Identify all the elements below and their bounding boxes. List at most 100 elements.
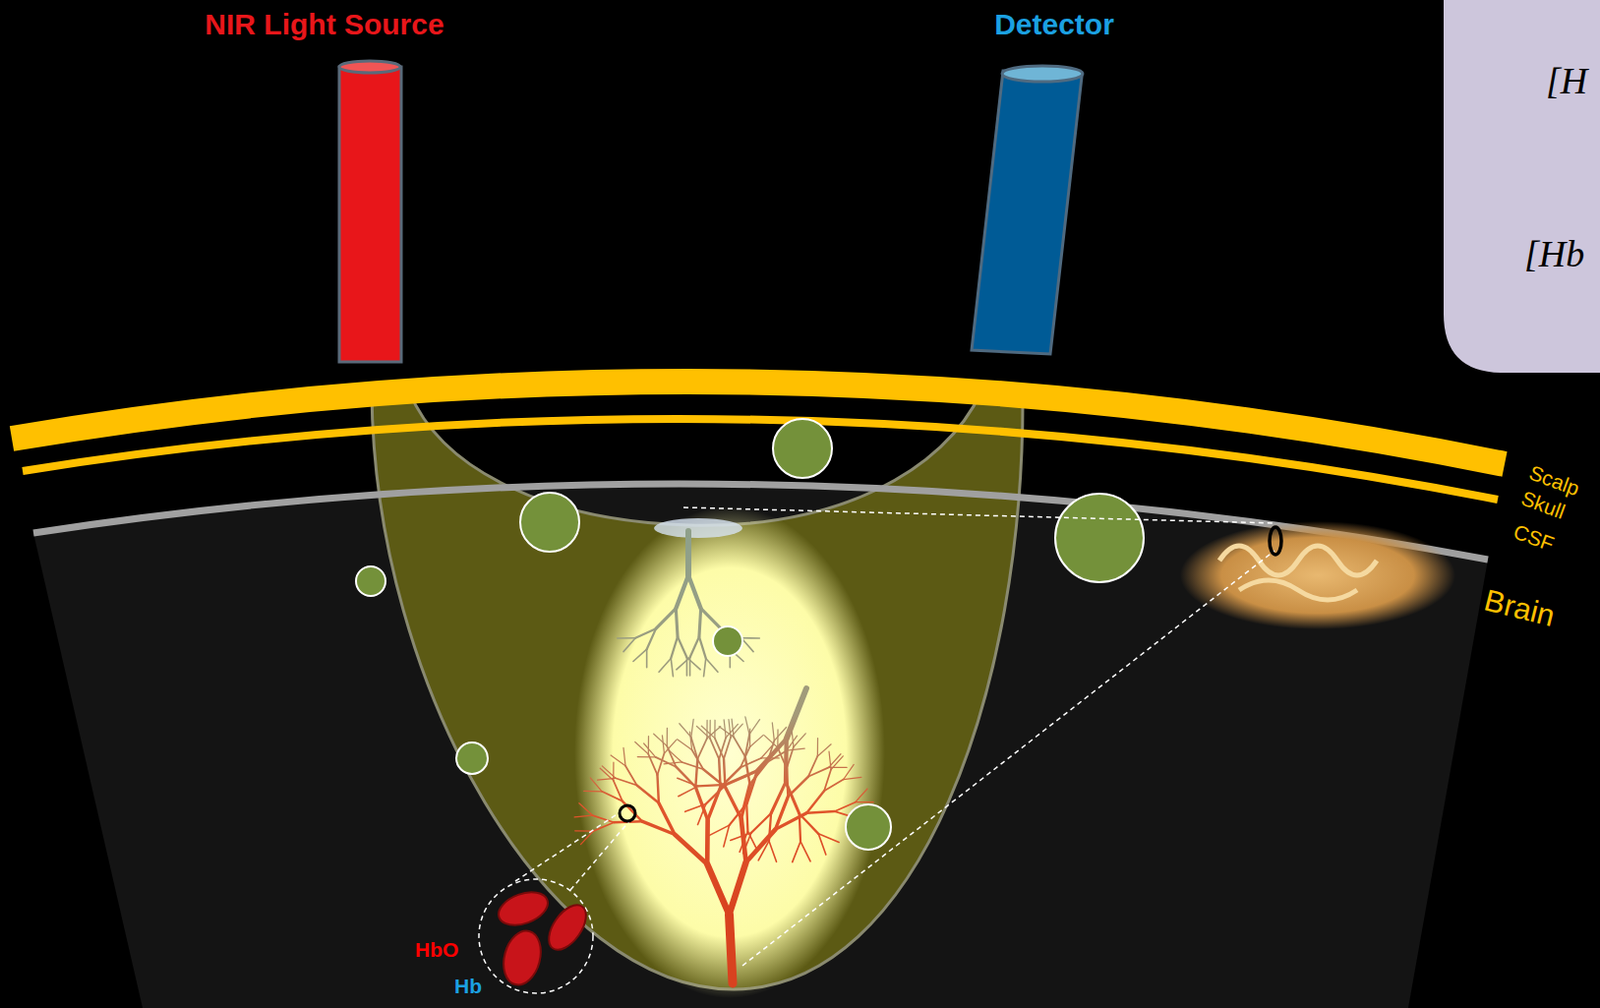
vessel (637, 784, 659, 803)
vessel (698, 784, 726, 787)
vessel (644, 743, 656, 758)
vessel (730, 832, 752, 841)
vessel (741, 637, 760, 640)
vessel (817, 738, 819, 757)
vessel (675, 575, 689, 609)
vessel (685, 804, 707, 813)
vessel (808, 767, 830, 776)
zoom-lines (478, 507, 1275, 994)
vessel (574, 815, 593, 818)
vessel (678, 785, 699, 796)
brain-region (33, 483, 1488, 1008)
vessel (764, 735, 778, 748)
vessel (824, 779, 844, 792)
probe: Detector (994, 7, 1115, 41)
vessel (733, 736, 746, 757)
vessel (806, 811, 835, 814)
vessel (623, 747, 626, 766)
vessel (745, 756, 751, 784)
scalp-band (11, 381, 1505, 465)
zoom-mark (1269, 527, 1282, 555)
vessel (658, 657, 671, 672)
vessel (800, 841, 811, 862)
vessel (592, 815, 614, 823)
vessel (771, 722, 774, 741)
vessel (806, 790, 825, 813)
formula-text: [H (1545, 60, 1588, 103)
vessel (623, 638, 636, 652)
vessel (757, 738, 787, 771)
vessel (597, 777, 616, 780)
vessel (829, 751, 831, 770)
tissue-folds (1219, 545, 1377, 600)
vessel (610, 755, 626, 767)
formula-text: [Hb (1524, 234, 1585, 276)
vessel (679, 723, 692, 738)
vessel (713, 719, 715, 738)
vessel (749, 719, 761, 735)
vessel (592, 822, 614, 831)
vessel (707, 864, 729, 915)
vessel (739, 830, 748, 852)
vessel (758, 840, 770, 861)
vessel (685, 531, 692, 576)
zoom-mark (619, 805, 636, 822)
hemoglobin-label: Hb (454, 974, 482, 998)
vessel (637, 756, 655, 759)
vessel (691, 718, 694, 737)
vessel (579, 803, 593, 816)
vessel (688, 575, 702, 609)
vessel (704, 657, 707, 676)
vessel (686, 656, 689, 675)
surface-vessel (653, 518, 743, 538)
formula-panel (1443, 0, 1600, 373)
vessel (792, 841, 801, 863)
vessel (670, 636, 678, 658)
vessel (692, 749, 705, 770)
vessel (769, 840, 777, 862)
vessel (695, 759, 698, 788)
red-blood-cells (493, 886, 593, 990)
vessel (710, 738, 719, 760)
vessel (855, 801, 874, 803)
vessel (701, 725, 715, 738)
csf-line (33, 483, 1488, 560)
vessel (633, 649, 648, 661)
vessel (675, 608, 678, 638)
vessel (661, 735, 664, 754)
vessel (706, 784, 726, 805)
vessel (746, 803, 748, 831)
vessel (653, 733, 668, 746)
vessel (843, 776, 862, 779)
vessel (740, 758, 762, 768)
vessel (783, 738, 789, 782)
vessel (690, 731, 693, 750)
vessel (663, 762, 682, 765)
vessel (666, 727, 668, 746)
vessel (714, 738, 724, 760)
brain-tissue (1180, 521, 1456, 630)
vessel (718, 726, 734, 738)
activation-glow (574, 506, 886, 999)
vessel (830, 756, 843, 771)
detector-tube (971, 65, 1083, 355)
vessel (601, 766, 616, 778)
vessel (843, 764, 855, 779)
vessel (723, 737, 731, 760)
vessel (729, 803, 748, 826)
vessel (690, 636, 700, 657)
vessel (674, 833, 708, 864)
vessel (745, 716, 750, 735)
vasculature (574, 531, 875, 984)
vessel (701, 608, 721, 629)
vessel (770, 781, 786, 814)
vessel (786, 688, 807, 739)
vessel (635, 628, 656, 639)
vessel (699, 608, 702, 638)
vessel (799, 814, 819, 834)
vessel (785, 781, 800, 814)
vessel (723, 719, 726, 738)
vessel (709, 719, 711, 738)
